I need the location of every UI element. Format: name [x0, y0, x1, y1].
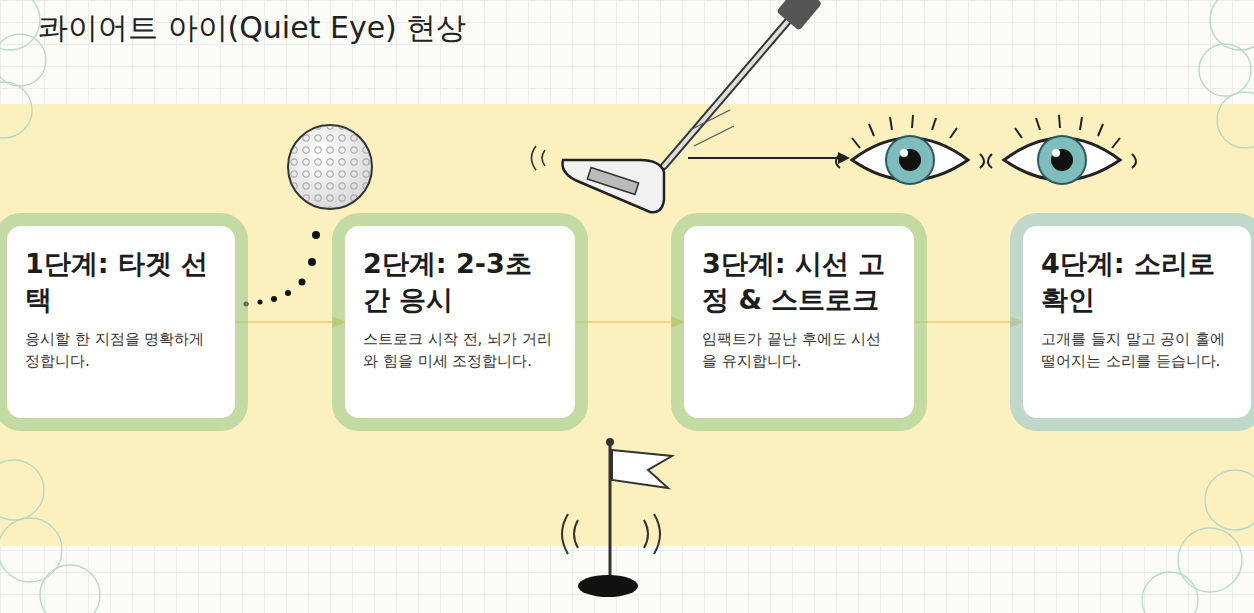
- step-card: 2단계: 2-3초간 응시스트로크 시작 전, 뇌가 거리와 힘을 미세 조정합…: [345, 226, 575, 418]
- flow-connector: [914, 321, 1023, 323]
- golf-ball: [288, 125, 372, 209]
- step-heading: 1단계: 타겟 선택: [25, 246, 217, 319]
- step-description: 응시할 한 지점을 명확하게 정합니다.: [25, 329, 217, 373]
- gaze-arrow: [688, 152, 850, 164]
- step-description: 임팩트가 끝난 후에도 시선을 유지합니다.: [702, 329, 896, 373]
- step-heading: 2단계: 2-3초간 응시: [363, 246, 557, 319]
- eyes: [836, 115, 1136, 184]
- step-card: 3단계: 시선 고정 & 스트로크임팩트가 끝난 후에도 시선을 유지합니다.: [684, 226, 914, 418]
- flag-and-hole: [562, 438, 672, 597]
- putter: [532, 0, 823, 212]
- step-heading: 4단계: 소리로 확인: [1041, 246, 1233, 319]
- ball-path-dots: [244, 231, 321, 307]
- step-heading: 3단계: 시선 고정 & 스트로크: [702, 246, 896, 319]
- yellow-band: [0, 104, 1254, 546]
- flow-connector: [575, 321, 684, 323]
- step-card: 1단계: 타겟 선택응시할 한 지점을 명확하게 정합니다.: [7, 226, 235, 418]
- flow-connector: [235, 321, 345, 323]
- step-card: 4단계: 소리로 확인고개를 들지 말고 공이 홀에 떨어지는 소리를 듣습니다…: [1023, 226, 1251, 418]
- step-description: 고개를 들지 말고 공이 홀에 떨어지는 소리를 듣습니다.: [1041, 329, 1233, 373]
- step-description: 스트로크 시작 전, 뇌가 거리와 힘을 미세 조정합니다.: [363, 329, 557, 373]
- diagram-title: 콰이어트 아이(Quiet Eye) 현상: [38, 8, 466, 49]
